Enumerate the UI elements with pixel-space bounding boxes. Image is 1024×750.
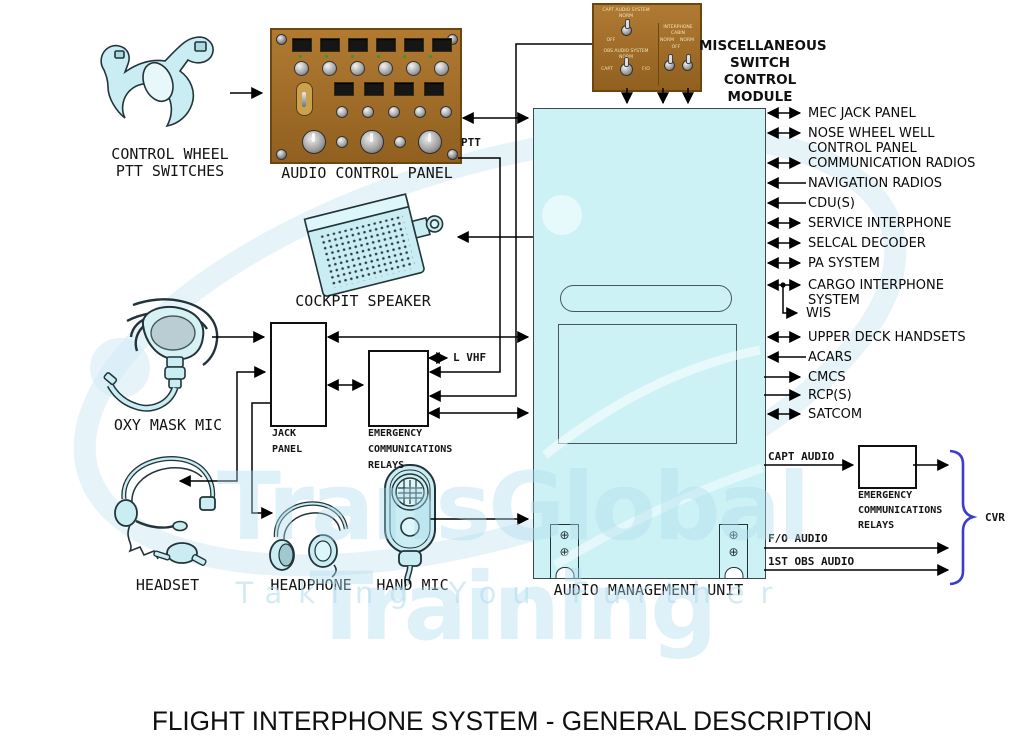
misc-panel-text: CAPT [601, 67, 613, 72]
misc-panel-text: OBS AUDIO SYSTEM [603, 49, 649, 54]
peripheral-label: CMCS [808, 370, 846, 385]
peripheral-label: UPPER DECK HANDSETS [808, 330, 966, 345]
acp-rotary-knob [418, 130, 442, 154]
peripheral-label: COMMUNICATION RADIOS [808, 156, 976, 171]
misc-panel-text: OFF [606, 38, 616, 43]
acp-rotary-knob [302, 130, 326, 154]
headphone-label: HEADPHONE [270, 576, 352, 594]
acp-display-row-2 [334, 82, 444, 96]
toggle-switch-icon [621, 19, 632, 36]
amu-slot [560, 285, 732, 312]
hand-mic-label: HAND MIC [376, 576, 449, 594]
control-wheel-label: CONTROL WHEEL [111, 145, 229, 163]
acp-selector-switch [296, 82, 313, 116]
misc-switch-control-module-image: CAPT AUDIO SYSTEM NORM OFF OBS AUDIO SYS… [592, 3, 702, 92]
cockpit-speaker-illustration [303, 193, 444, 297]
oxy-mask-label: OXY MASK MIC [113, 416, 223, 434]
misc-panel-text: NORM [680, 38, 694, 43]
screw-icon: ⊕ [728, 528, 739, 542]
obs-audio-label: 1ST OBS AUDIO [768, 555, 855, 568]
peripheral-label: SATCOM [808, 407, 863, 422]
capt-audio-label: CAPT AUDIO [768, 450, 835, 463]
screw-icon [447, 149, 458, 160]
acp-display-row [292, 38, 452, 52]
connector-arch [724, 567, 743, 578]
misc-panel-text: NORM [660, 38, 674, 43]
acp-led-row [299, 55, 432, 58]
emergency-relays-left-box [368, 350, 429, 427]
peripheral-label: ACARS [808, 350, 852, 365]
oxy-mask-mic-illustration [103, 298, 219, 412]
peripheral-label: WIS [806, 306, 831, 321]
misc-panel-text: CABIN [670, 31, 685, 36]
acp-knob-row-1 [294, 61, 449, 76]
l-vhf-wire-label: L VHF [453, 351, 487, 364]
connector-arch [555, 567, 574, 578]
peripheral-label: NAVIGATION RADIOS [808, 176, 943, 191]
amu-connector-left: ⊕ ⊕ [550, 524, 579, 578]
misc-module-label: MISCELLANEOUS SWITCH CONTROL MODULE [699, 38, 827, 105]
page-title: FLIGHT INTERPHONE SYSTEM - GENERAL DESCR… [151, 706, 873, 736]
acp-rotary-knob [360, 130, 384, 154]
misc-panel-text: INTERPHONE [663, 25, 693, 30]
rotary-selector-icon [620, 57, 633, 76]
screw-icon: ⊕ [559, 545, 570, 559]
acp-label: AUDIO CONTROL PANEL [281, 164, 453, 182]
emergency-relays-right-box [858, 445, 917, 489]
jack-panel-label: JACK PANEL [272, 428, 303, 455]
peripheral-label: PA SYSTEM [808, 256, 880, 271]
cvr-label: CVR [985, 511, 1005, 524]
emergency-relays-right-label: EMERGENCY COMMUNICATIONS RELAYS [858, 490, 943, 531]
amu-faceplate-window [558, 324, 737, 444]
acp-knob-row-2 [336, 106, 452, 118]
misc-panel-text: NORM [619, 14, 633, 19]
screw-icon: ⊕ [728, 545, 739, 559]
headset-label: HEADSET [135, 576, 200, 594]
peripheral-label: SELCAL DECODER [808, 236, 926, 251]
headset-illustration [114, 456, 216, 566]
misc-panel-text: F/O [642, 67, 650, 72]
peripheral-label: CDU(S) [808, 196, 855, 211]
acp-knob [394, 136, 406, 148]
acp-knob [336, 136, 348, 148]
amu-connector-right: ⊕ ⊕ [719, 524, 748, 578]
audio-control-panel-image [270, 28, 462, 164]
jack-panel-box [270, 322, 327, 427]
misc-panel-text: OFF [671, 45, 681, 50]
screw-icon [276, 149, 287, 160]
cockpit-speaker-label: COCKPIT SPEAKER [295, 292, 431, 310]
panel-divider [658, 23, 659, 85]
audio-management-unit-box: ⊕ ⊕ ⊕ ⊕ [533, 108, 766, 579]
hand-mic-illustration [384, 464, 436, 586]
screw-icon: ⊕ [559, 528, 570, 542]
ptt-wire-label: PTT [461, 136, 481, 149]
toggle-switch-icon [664, 54, 675, 71]
peripheral-label: MEC JACK PANEL [808, 106, 916, 121]
control-wheel-label-2: PTT SWITCHES [115, 162, 225, 180]
peripheral-label: SERVICE INTERPHONE [808, 216, 952, 231]
peripheral-label: RCP(S) [808, 388, 852, 403]
control-wheel-illustration [100, 36, 214, 128]
headphone-illustration [269, 501, 349, 578]
toggle-switch-icon [682, 54, 693, 71]
emergency-relays-left-label: EMERGENCY COMMUNICATIONS RELAYS [368, 428, 453, 471]
screw-icon [276, 34, 287, 45]
fo-audio-label: F/O AUDIO [768, 532, 828, 545]
misc-panel-text: CAPT AUDIO SYSTEM [602, 8, 650, 13]
amu-label: AUDIO MANAGEMENT UNIT [553, 581, 744, 599]
